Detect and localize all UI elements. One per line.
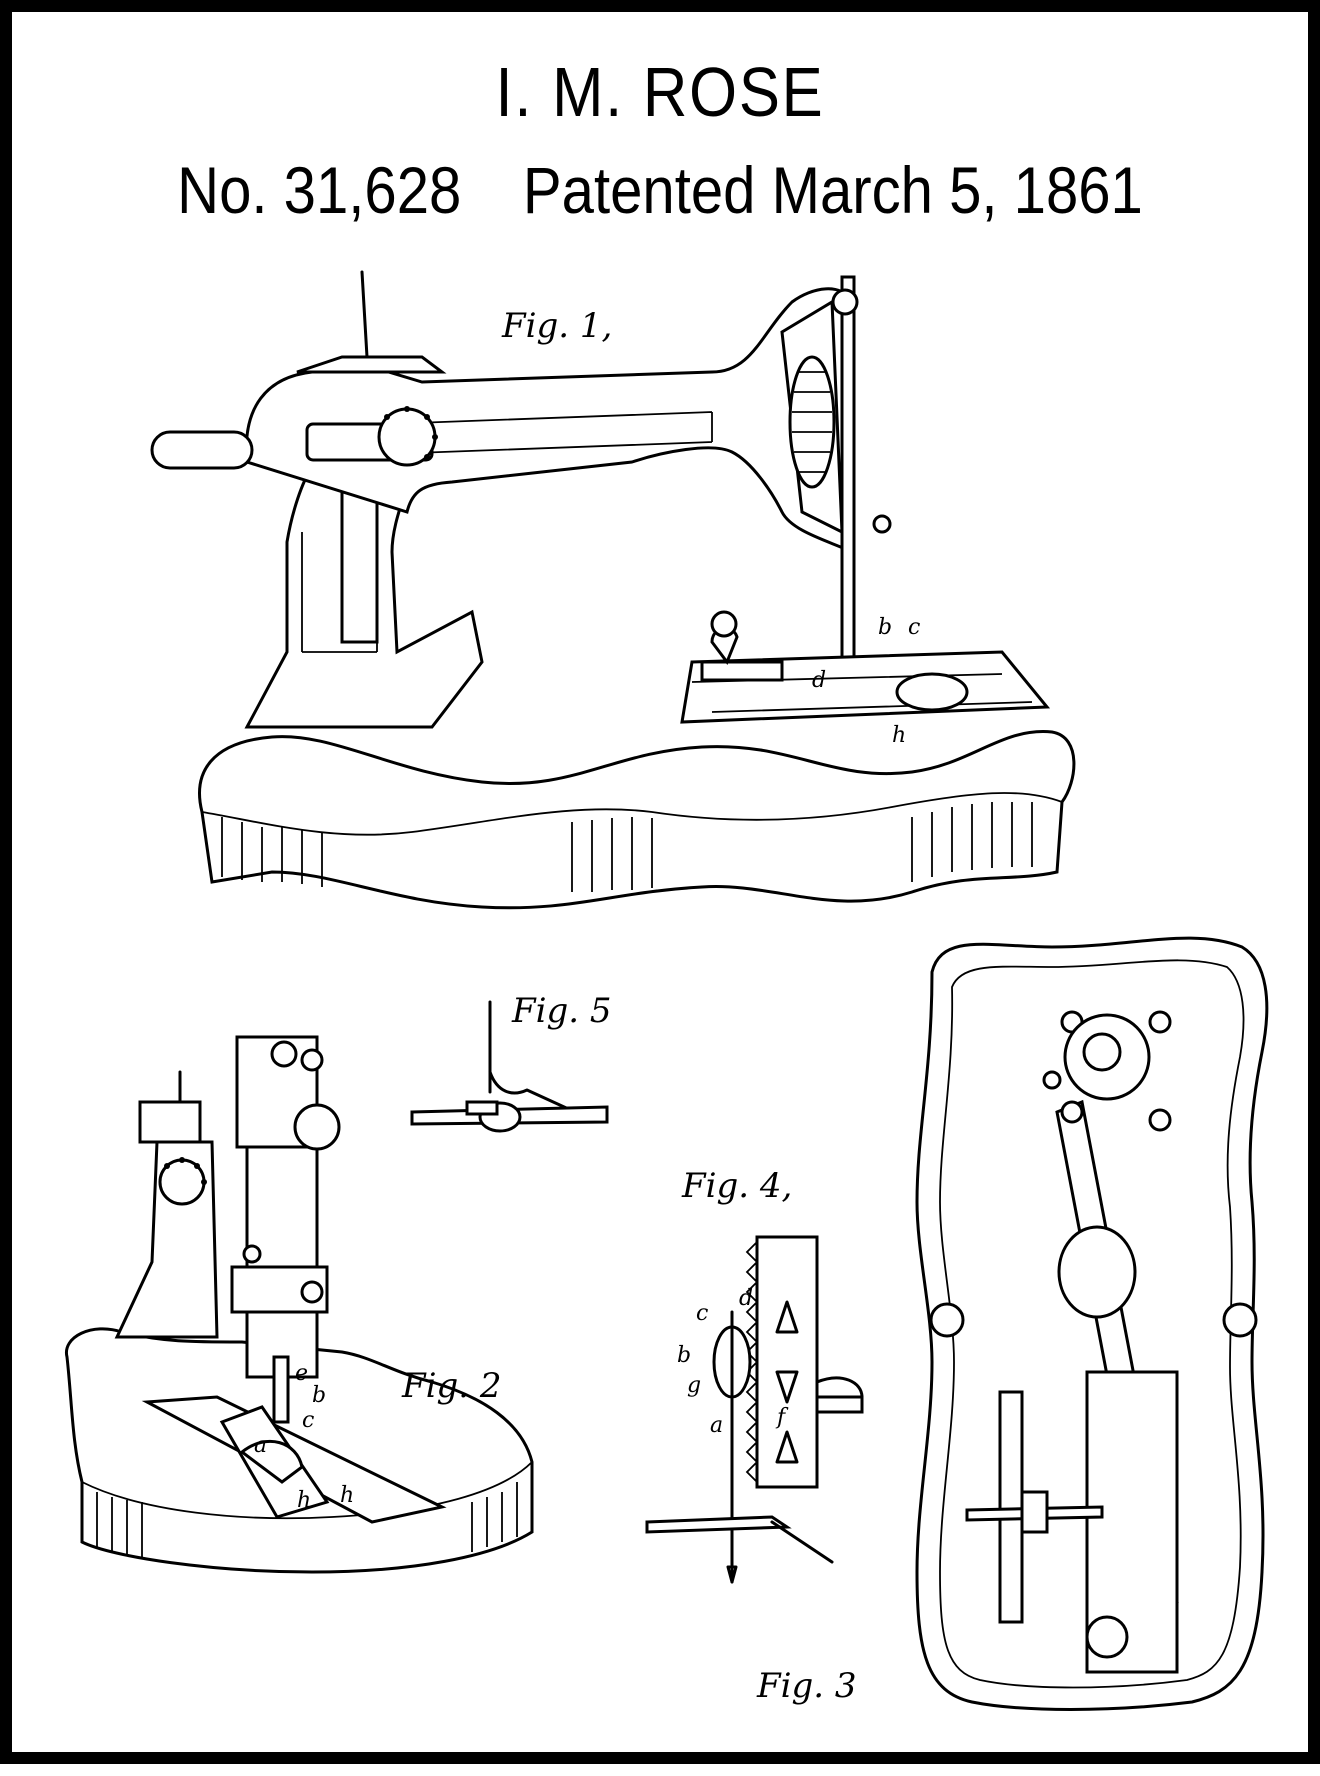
- fig4-label: Fig. 4,: [681, 1166, 792, 1206]
- fig1-letter-b: b: [878, 615, 892, 640]
- fig1-letter-c: c: [908, 615, 920, 640]
- patent-drawing: b c d h Fig. 1, Fig. 5: [65, 270, 1269, 1711]
- fig4-letter-g: g: [687, 1373, 701, 1398]
- inventor-name: I. M. ROSE: [495, 53, 825, 131]
- fig2-letter-b: b: [312, 1383, 326, 1408]
- fig1-letter-d: d: [812, 668, 826, 693]
- fig2-label: Fig. 2: [401, 1366, 501, 1406]
- fig2-letter-a: a: [254, 1433, 267, 1458]
- fig2-letter-c: c: [302, 1408, 314, 1433]
- fig4-letter-a: a: [710, 1413, 723, 1438]
- fig2-letter-e: e: [295, 1361, 308, 1386]
- fig2-machine-front-view: e b c a h h Fig. 2: [65, 1035, 534, 1574]
- fig2-base-fluting: [96, 1482, 518, 1557]
- fig1-base-fluting: [221, 802, 1033, 892]
- fig4-letter-d: d: [739, 1286, 753, 1311]
- fig4-needle-detail: d c b g a f Fig. 4,: [645, 1166, 864, 1584]
- fig1-label: Fig. 1,: [501, 306, 612, 346]
- patent-date: Patented March 5, 1861: [522, 153, 1143, 227]
- fig3-bottom-plan: Fig. 3: [756, 936, 1269, 1711]
- patent-line: No. 31,628 Patented March 5, 1861: [90, 152, 1230, 228]
- fig3-label: Fig. 3: [756, 1666, 856, 1706]
- fig4-letter-b: b: [677, 1343, 691, 1368]
- fig1-machine-side-view: b c d h Fig. 1,: [150, 270, 1076, 910]
- fig5-label: Fig. 5: [511, 991, 611, 1031]
- fig4-letter-c: c: [696, 1301, 708, 1326]
- fig2-letter-h2: h: [340, 1483, 354, 1508]
- fig1-letter-h: h: [892, 723, 906, 748]
- patent-number: No. 31,628: [177, 153, 462, 227]
- fig2-letter-h1: h: [297, 1488, 311, 1513]
- fig5-stitch-section: Fig. 5: [410, 991, 611, 1133]
